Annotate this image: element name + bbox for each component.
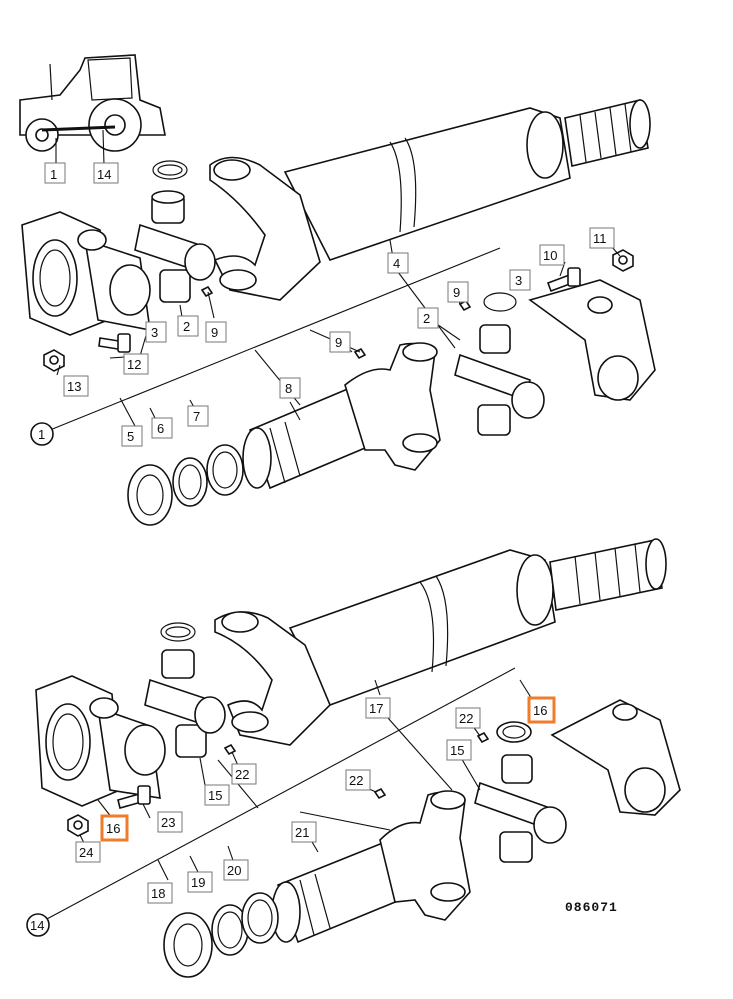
callout: 17	[369, 701, 383, 716]
lower-callouts: 14 15 15 16 16 17 18 19 20 21 22 22 22 2…	[26, 696, 556, 937]
callout: 20	[227, 863, 241, 878]
callout: 12	[127, 357, 141, 372]
highlight-box	[527, 696, 556, 724]
tractor-thumbnail	[19, 54, 166, 166]
callout: 7	[193, 409, 200, 424]
upper-assembly	[21, 99, 656, 526]
callout: 21	[295, 825, 309, 840]
callout: 19	[191, 875, 205, 890]
lower-circle-label: 14	[30, 918, 44, 933]
callout: 8	[285, 381, 292, 396]
callout: 5	[127, 429, 134, 444]
callout-highlighted: 16	[533, 703, 547, 718]
callout: 15	[208, 788, 222, 803]
callout: 9	[453, 285, 460, 300]
callout: 22	[349, 773, 363, 788]
lower-assembly	[35, 538, 681, 978]
upper-circle-label: 1	[38, 427, 45, 442]
upper-callouts: 1 2 2 3 3 4 5 6 7 8 9 9 9 10 11 12 13	[30, 227, 615, 447]
callout: 3	[151, 325, 158, 340]
callout: 18	[151, 886, 165, 901]
callout: 22	[235, 767, 249, 782]
tractor-callout-14: 14	[97, 167, 111, 182]
callout: 4	[393, 256, 400, 271]
callout: 2	[423, 311, 430, 326]
callout: 24	[79, 845, 93, 860]
callout: 9	[335, 335, 342, 350]
callout: 23	[161, 815, 175, 830]
callout: 10	[543, 248, 557, 263]
callout: 13	[67, 379, 81, 394]
callout: 3	[515, 273, 522, 288]
callout: 15	[450, 743, 464, 758]
tractor-callout-1: 1	[50, 167, 57, 182]
document-code: 086071	[565, 900, 618, 915]
callout: 11	[593, 231, 607, 246]
callout: 2	[183, 319, 190, 334]
callout: 9	[211, 325, 218, 340]
callout: 22	[459, 711, 473, 726]
callout-highlighted: 16	[106, 821, 120, 836]
callout: 6	[157, 421, 164, 436]
highlight-box	[100, 814, 129, 842]
